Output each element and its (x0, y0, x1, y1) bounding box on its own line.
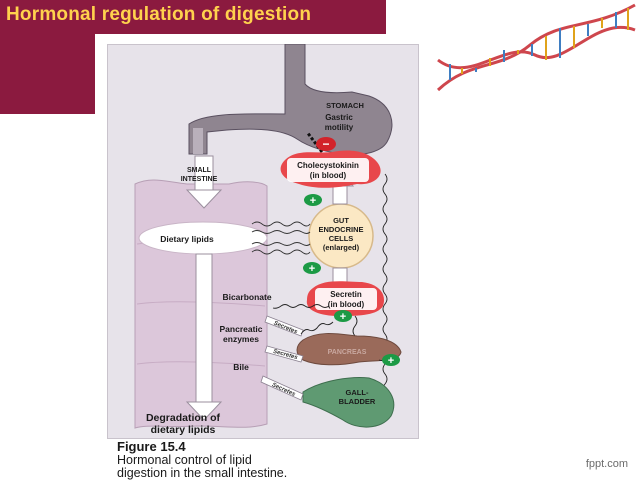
digestion-diagram: − + + + + STOMACH Gastric motility SMALL… (134, 44, 402, 436)
label-enzymes: enzymes (223, 334, 259, 344)
brand-watermark: fppt.com (585, 458, 628, 470)
label-small: SMALL (187, 167, 212, 174)
caption-line-2: digestion in the small intestine. (117, 466, 288, 480)
title-side-block (0, 34, 95, 114)
label-endocrine: ENDOCRINE (318, 225, 363, 234)
label-gall: GALL- (346, 388, 369, 397)
label-dietary-lipids-bottom: dietary lipids (151, 424, 216, 436)
label-bile: Bile (233, 362, 249, 372)
label-pancreatic: Pancreatic (220, 324, 263, 334)
label-secretes-3: Secretes (271, 382, 297, 398)
label-cck-blood: (in blood) (310, 171, 347, 180)
dna-helix-decoration (436, 3, 636, 92)
title-bar (0, 0, 386, 34)
label-enlarged: (enlarged) (323, 243, 360, 252)
label-secretin-blood: (in blood) (328, 300, 365, 309)
plus-badge-mid: + (303, 262, 321, 275)
label-intestine: INTESTINE (181, 176, 218, 183)
label-dietary-lipids: Dietary lipids (160, 234, 214, 244)
label-degradation: Degradation of (146, 412, 221, 424)
svg-text:+: + (388, 355, 394, 367)
svg-text:+: + (310, 195, 316, 207)
label-cells: CELLS (329, 234, 354, 243)
label-gastric: Gastric (325, 113, 353, 122)
label-gut: GUT (333, 216, 349, 225)
caption-line-1: Hormonal control of lipid (117, 453, 252, 467)
label-bladder: BLADDER (339, 397, 376, 406)
caption-title: Figure 15.4 (117, 439, 186, 454)
label-secretin: Secretin (330, 290, 362, 299)
svg-text:+: + (309, 263, 315, 275)
figure-caption: Figure 15.4 Hormonal control of lipid di… (117, 440, 287, 480)
label-cholecystokinin: Cholecystokinin (297, 161, 359, 170)
tube-highlight (193, 128, 203, 154)
svg-text:+: + (340, 311, 346, 323)
svg-text:−: − (322, 137, 329, 151)
label-bicarbonate: Bicarbonate (222, 292, 271, 302)
label-stomach: STOMACH (326, 101, 364, 110)
minus-badge: − (316, 137, 336, 151)
slide-title: Hormonal regulation of digestion (6, 4, 312, 25)
plus-badge-top: + (304, 194, 322, 207)
gallbladder-organ (302, 377, 395, 428)
plus-badge-secretin: + (334, 310, 352, 323)
stomach-shape (188, 44, 393, 156)
label-motility: motility (325, 123, 354, 132)
label-pancreas: PANCREAS (328, 349, 367, 356)
plus-badge-right: + (382, 354, 400, 367)
